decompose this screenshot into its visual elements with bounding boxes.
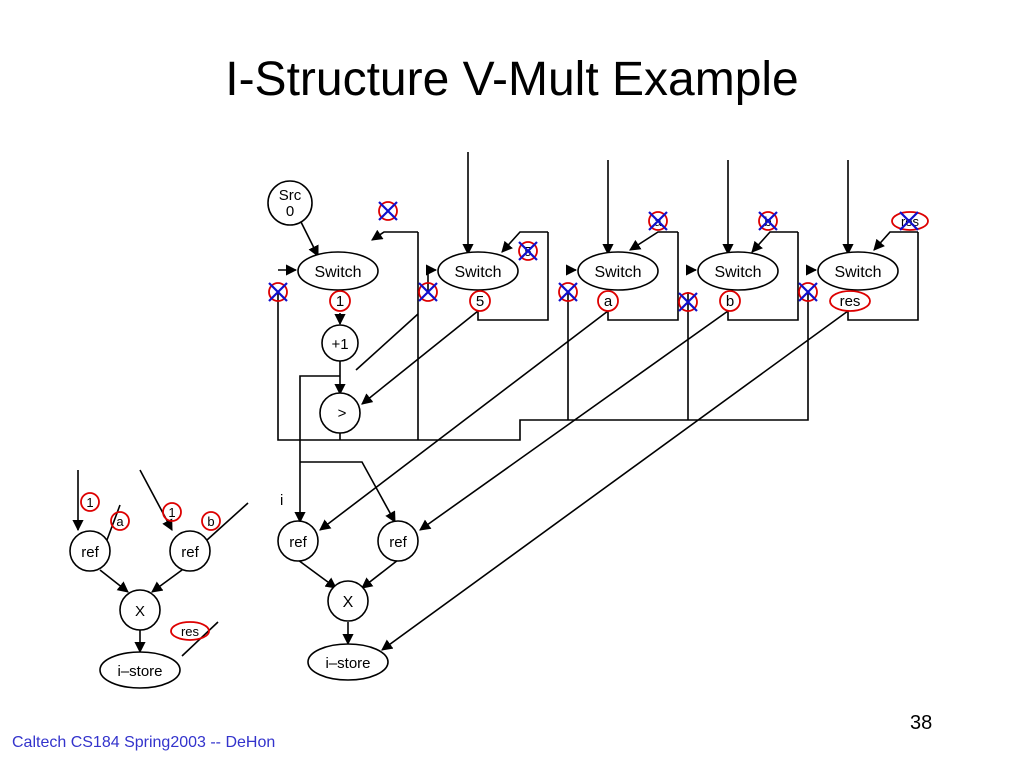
token-a: a bbox=[604, 293, 613, 310]
svg-text:0: 0 bbox=[286, 203, 294, 220]
left-example-tokens bbox=[80, 492, 221, 641]
main-wires bbox=[277, 152, 919, 651]
svg-text:+1: +1 bbox=[331, 336, 348, 353]
switch-label: Switch bbox=[834, 264, 881, 281]
left-token-b: b bbox=[207, 514, 214, 529]
compare-node: > bbox=[319, 392, 361, 434]
left-token-res: res bbox=[181, 624, 200, 639]
left-ref-label: ref bbox=[181, 544, 199, 561]
left-token-a: a bbox=[116, 514, 124, 529]
svg-text:ref: ref bbox=[389, 534, 407, 551]
svg-text:>: > bbox=[338, 405, 347, 422]
svg-text:i–store: i–store bbox=[325, 655, 370, 672]
page-number: 38 bbox=[910, 712, 933, 734]
left-example-nodes bbox=[69, 530, 211, 689]
token-b: b bbox=[726, 293, 734, 310]
cross-marks bbox=[268, 201, 919, 312]
mult-node: X bbox=[327, 580, 369, 622]
switch-label: Switch bbox=[314, 264, 361, 281]
increment-node: +1 bbox=[321, 324, 359, 362]
svg-text:X: X bbox=[343, 594, 354, 611]
left-mult-label: X bbox=[135, 603, 145, 620]
src-node: Src 0 bbox=[267, 180, 313, 226]
output-tokens bbox=[329, 290, 871, 312]
switch-label: Switch bbox=[594, 264, 641, 281]
ref-node-1: ref bbox=[277, 520, 319, 562]
switch-label: Switch bbox=[454, 264, 501, 281]
crossed-token-rings bbox=[268, 201, 929, 312]
token-5: 5 bbox=[476, 293, 484, 310]
svg-text:Src: Src bbox=[279, 187, 302, 204]
left-token-1: 1 bbox=[86, 495, 93, 510]
switch-nodes bbox=[297, 251, 899, 291]
ref-node-2: ref bbox=[377, 520, 419, 562]
left-token-1b: 1 bbox=[168, 505, 175, 520]
slide-title: I-Structure V-Mult Example bbox=[225, 53, 799, 106]
token-res: res bbox=[840, 293, 861, 310]
left-istore-label: i–store bbox=[117, 663, 162, 680]
switch-label: Switch bbox=[714, 264, 761, 281]
svg-text:ref: ref bbox=[289, 534, 307, 551]
token-1: 1 bbox=[336, 293, 344, 310]
left-ref-label: ref bbox=[81, 544, 99, 561]
index-label: i bbox=[280, 492, 283, 509]
slide-footer: Caltech CS184 Spring2003 -- DeHon bbox=[12, 734, 276, 751]
istore-node: i–store bbox=[307, 643, 389, 681]
